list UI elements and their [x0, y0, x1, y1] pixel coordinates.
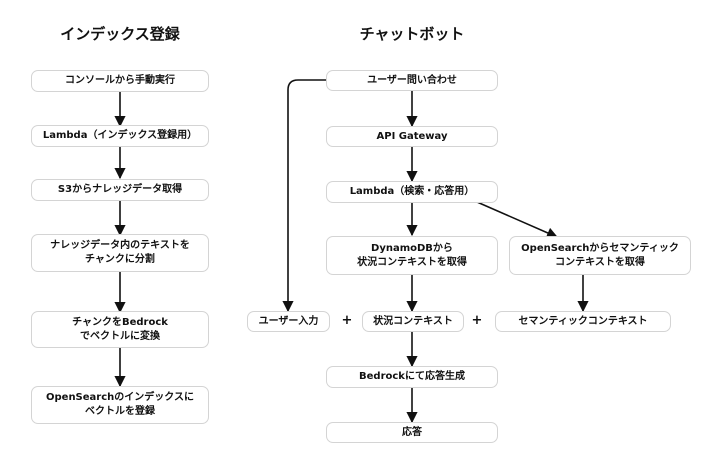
- bedrock-vectorize-node: チャンクをBedrock でベクトルに変換: [31, 311, 209, 348]
- api-gateway-node: API Gateway: [326, 126, 498, 147]
- user-input-node: ユーザー入力: [247, 311, 330, 332]
- semantic-context-node: セマンティックコンテキスト: [495, 311, 671, 332]
- user-query-node: ユーザー問い合わせ: [326, 70, 498, 91]
- response-node: 応答: [326, 422, 498, 443]
- s3-fetch-node: S3からナレッジデータ取得: [31, 179, 209, 201]
- plus-sign-2: +: [471, 313, 483, 328]
- lambda-index-node: Lambda（インデックス登録用）: [31, 125, 209, 147]
- lambda-search-node: Lambda（検索・応答用）: [326, 181, 498, 203]
- dynamodb-context-node: DynamoDBから 状況コンテキストを取得: [326, 236, 498, 275]
- plus-sign-1: +: [341, 313, 353, 328]
- chunk-split-node: ナレッジデータ内のテキストを チャンクに分割: [31, 234, 209, 272]
- state-context-node: 状況コンテキスト: [362, 311, 464, 332]
- manual-console-run-node: コンソールから手動実行: [31, 70, 209, 92]
- index-registration-title: インデックス登録: [60, 25, 180, 43]
- chatbot-title: チャットボット: [359, 25, 465, 43]
- opensearch-register-node: OpenSearchのインデックスに ベクトルを登録: [31, 386, 209, 424]
- arrow-query-to-user-input: [282, 79, 326, 313]
- opensearch-context-node: OpenSearchからセマンティック コンテキストを取得: [509, 236, 691, 275]
- bedrock-generate-node: Bedrockにて応答生成: [326, 366, 498, 388]
- arrow-right-diagonal: [476, 201, 559, 239]
